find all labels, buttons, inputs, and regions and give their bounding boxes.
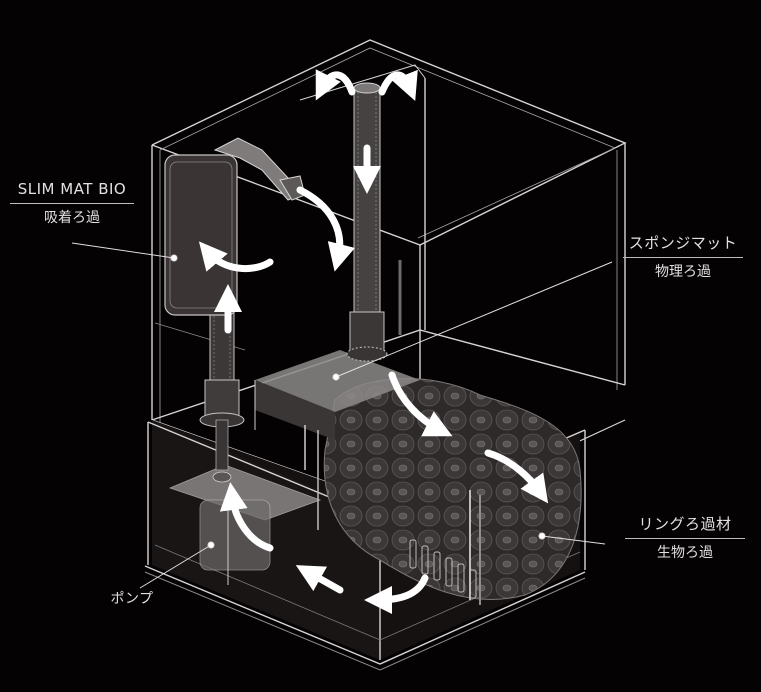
water-flow-arrows bbox=[198, 69, 549, 614]
label-title: ポンプ bbox=[110, 591, 154, 607]
overflow-pipe bbox=[346, 82, 388, 362]
label-pump: ポンプ bbox=[102, 590, 162, 608]
leader-lines bbox=[71, 242, 613, 589]
label-title: スポンジマット bbox=[628, 234, 738, 252]
label-subtitle: 生物ろ過 bbox=[657, 545, 713, 561]
slim-mat-bio-panel bbox=[164, 154, 238, 316]
label-subtitle: 物理ろ過 bbox=[655, 264, 711, 280]
label-sponge-mat: スポンジマット 物理ろ過 bbox=[623, 234, 743, 281]
label-title: SLIM MAT BIO bbox=[17, 180, 127, 198]
label-slim-mat-bio: SLIM MAT BIO 吸着ろ過 bbox=[10, 180, 134, 227]
label-divider bbox=[10, 203, 134, 204]
ring-media-basket bbox=[323, 378, 582, 605]
sponge-mat-tray bbox=[254, 350, 420, 530]
label-title: リングろ過材 bbox=[638, 515, 732, 533]
label-subtitle: 吸着ろ過 bbox=[44, 210, 100, 226]
label-ring-media: リングろ過材 生物ろ過 bbox=[625, 515, 745, 562]
label-divider bbox=[625, 538, 745, 539]
label-divider bbox=[623, 257, 743, 258]
